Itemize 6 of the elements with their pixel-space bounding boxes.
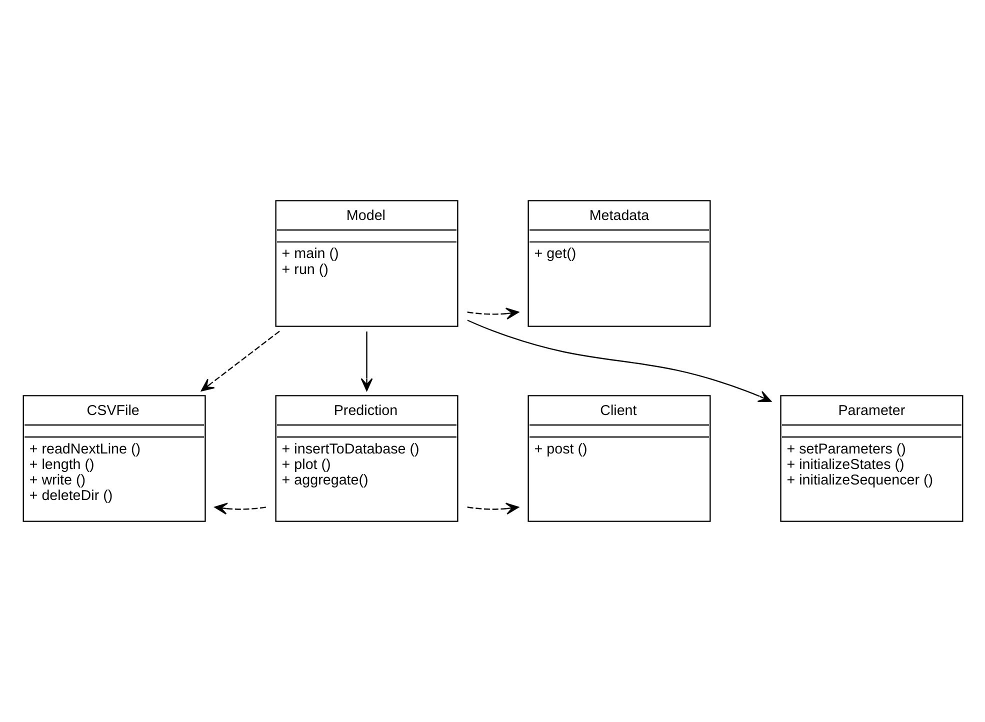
arrow xyxy=(360,332,372,392)
arrow xyxy=(466,502,518,515)
arrow xyxy=(200,330,280,392)
arrow xyxy=(466,308,518,320)
arrow xyxy=(466,320,771,402)
arrow xyxy=(214,502,266,515)
